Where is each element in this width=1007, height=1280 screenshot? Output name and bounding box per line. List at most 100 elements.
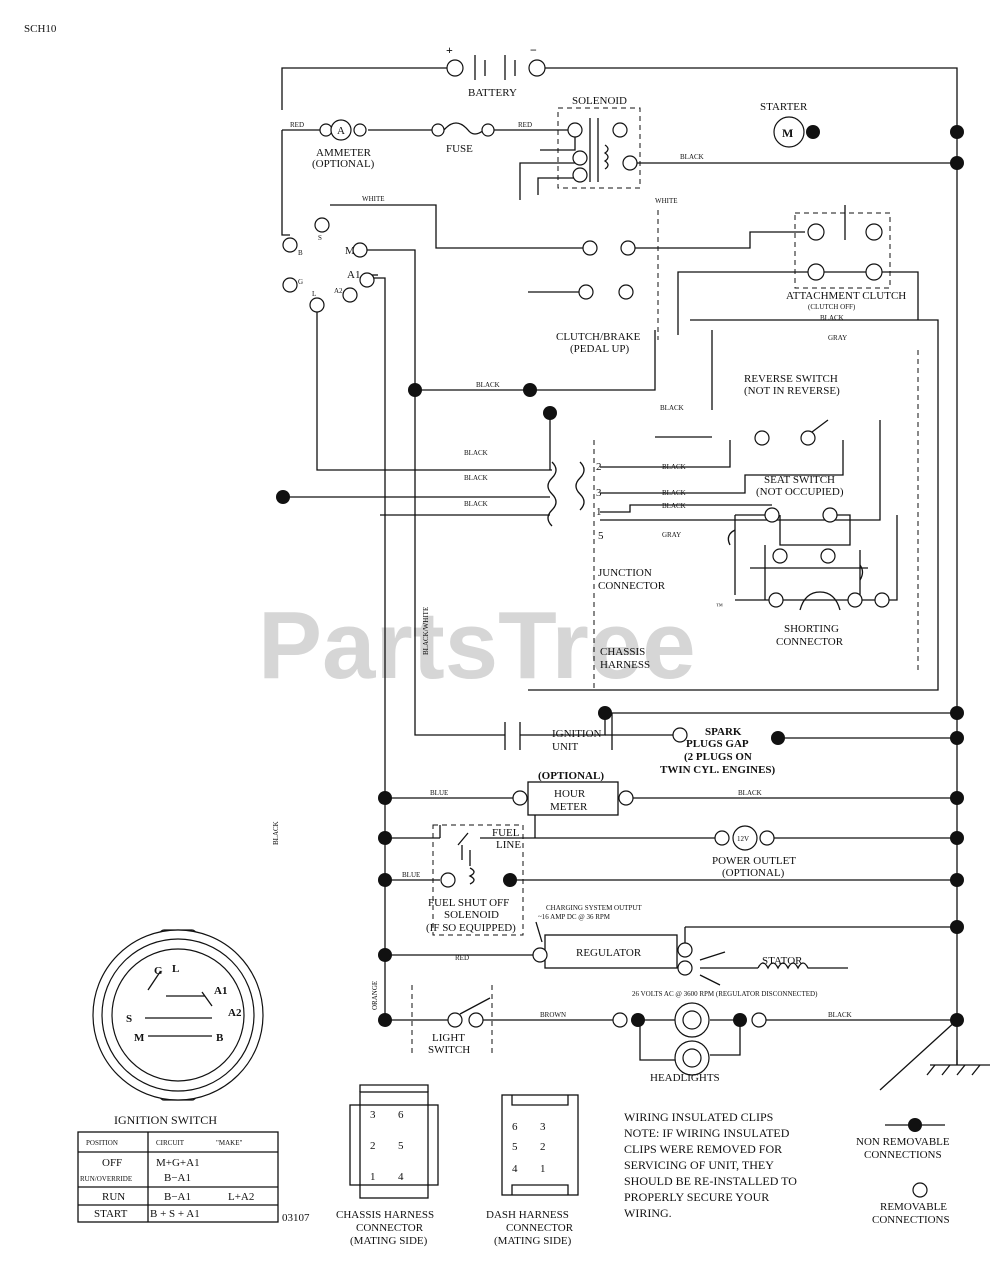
dash-pin-2: 2 — [540, 1141, 546, 1153]
dash-pin-5: 5 — [512, 1141, 518, 1153]
wire-label-red-2: RED — [518, 121, 532, 129]
key-terminal-m: M — [134, 1032, 145, 1044]
table-header-position: POSITION — [86, 1139, 118, 1147]
junction-dot — [276, 490, 290, 504]
shorting-connector-label-2: CONNECTOR — [776, 636, 844, 648]
dash-connector-line3: (MATING SIDE) — [494, 1235, 572, 1247]
regulator-label: REGULATOR — [576, 947, 642, 959]
fuel-solenoid-line1: FUEL SHUT OFF — [428, 897, 509, 909]
legend-removable-marker — [912, 1182, 928, 1198]
reverse-switch: REVERSE SWITCH (NOT IN REVERSE) — [744, 373, 840, 446]
wire-label-red-1: RED — [290, 121, 304, 129]
wire-label-black-7: BLACK — [464, 500, 488, 508]
junction-dot — [523, 383, 537, 397]
table-make-run: L+A2 — [228, 1191, 254, 1203]
wire-label-black-white: BLACK/WHITE — [422, 607, 430, 655]
ammeter-note: (OPTIONAL) — [312, 158, 375, 170]
note-line-1: NOTE: IF WIRING INSULATED — [624, 1126, 790, 1140]
legend-removable-2: CONNECTIONS — [872, 1214, 950, 1226]
stator: STATOR 26 VOLTS AC @ 3600 RPM (REGULATOR… — [632, 951, 818, 998]
chassis-pin-2: 2 — [370, 1140, 376, 1152]
hour-meter: (OPTIONAL) HOUR METER BLUE BLACK — [378, 770, 964, 816]
wire-label-black-3: BLACK — [476, 381, 500, 389]
dashed-outlines — [411, 107, 919, 1055]
watermark-trademark: ™ — [716, 602, 723, 610]
dash-pin-3: 3 — [540, 1121, 546, 1133]
legend-non-removable-marker — [908, 1118, 922, 1132]
legend-removable-1: REMOVABLE — [880, 1201, 947, 1213]
terminal-a2: A2 — [334, 287, 343, 295]
wire-label-orange: ORANGE — [371, 981, 379, 1010]
table-position-run: RUN — [102, 1191, 125, 1203]
junction-pin-5: 5 — [598, 530, 604, 542]
ignition-unit-label-2: UNIT — [552, 741, 579, 753]
spark-plugs-line3: (2 PLUGS ON — [684, 751, 752, 763]
key-terminal-a1: A1 — [214, 985, 227, 997]
terminal-l: L — [312, 290, 316, 298]
ammeter-label: AMMETER — [316, 147, 372, 159]
clutch-brake-note: (PEDAL UP) — [570, 343, 630, 355]
clutch-brake: CLUTCH/BRAKE (PEDAL UP) — [556, 240, 641, 355]
note-line-6: WIRING. — [624, 1206, 672, 1220]
shorting-connector-label: SHORTING — [784, 623, 839, 635]
junction-pin-3: 3 — [596, 487, 602, 499]
hour-meter-line2: METER — [550, 801, 588, 813]
table-circuit-run: B−A1 — [164, 1191, 191, 1203]
light-switch: LIGHT SWITCH BROWN — [378, 997, 566, 1056]
terminal-a1: A1 — [347, 269, 360, 281]
wire-label-black-5: BLACK — [464, 449, 488, 457]
starter-label: STARTER — [760, 101, 808, 113]
hour-meter-optional: (OPTIONAL) — [538, 770, 604, 782]
ignition-unit-label: IGNITION — [552, 728, 602, 740]
junction-connector-label: JUNCTION — [598, 567, 652, 579]
watermark: PartsTree — [258, 592, 696, 699]
junction-connector: BLACK BLACK BLACK BLACK BLACK BLACK GRAY… — [464, 449, 686, 671]
seat-switch: SEAT SWITCH (NOT OCCUPIED) — [756, 474, 844, 523]
power-outlet-symbol: 12V — [737, 835, 749, 843]
battery-plus: + — [446, 43, 453, 57]
ignition-unit: IGNITION UNIT — [504, 706, 964, 753]
headlights: HEADLIGHTS BLACK — [612, 1002, 964, 1084]
fuel-solenoid-line3: (IF SO EQUIPPED) — [426, 922, 516, 934]
chassis-pin-6: 6 — [398, 1109, 404, 1121]
battery-minus: − — [530, 43, 537, 57]
wire-label-black-6: BLACK — [464, 474, 488, 482]
junction-pin-1: 1 — [596, 506, 602, 518]
wire-label-black-4: BLACK — [660, 404, 684, 412]
solenoid: SOLENOID — [567, 95, 638, 183]
ammeter-symbol: A — [337, 125, 345, 137]
chassis-harness-label: CHASSIS — [600, 646, 645, 658]
ignition-switch-face: G L A1 A2 S M B IGNITION SWITCH — [92, 929, 264, 1127]
page-code: SCH10 — [24, 23, 57, 35]
chassis-pin-1: 1 — [370, 1171, 376, 1183]
light-switch-line2: SWITCH — [428, 1044, 470, 1056]
stator-label: STATOR — [762, 955, 803, 967]
chassis-connector-line2: CONNECTOR — [356, 1222, 424, 1234]
ignition-switch-table: POSITION CIRCUIT "MAKE" OFF M+G+A1 RUN/O… — [77, 1131, 279, 1223]
junction-pin-2: 2 — [596, 461, 602, 473]
table-header-make: "MAKE" — [216, 1139, 242, 1147]
wire-label-gray-2: GRAY — [662, 531, 681, 539]
spark-plugs-line1: SPARK — [705, 726, 742, 738]
key-terminal-b: B — [216, 1032, 224, 1044]
hour-meter-line1: HOUR — [554, 788, 586, 800]
chassis-connector-line3: (MATING SIDE) — [350, 1235, 428, 1247]
ammeter: A AMMETER (OPTIONAL) RED — [290, 119, 375, 170]
fuel-solenoid-line2: SOLENOID — [444, 909, 499, 921]
seat-switch-label: SEAT SWITCH — [764, 474, 835, 486]
ignition-switch-terminals: S B G L A2 A1 M — [282, 217, 375, 313]
wire-label-blue-1: BLUE — [430, 789, 448, 797]
dash-pin-1: 1 — [540, 1163, 546, 1175]
wiring-note: WIRING INSULATED CLIPS NOTE: IF WIRING I… — [624, 1110, 797, 1220]
table-circuit-off: M+G+A1 — [156, 1157, 200, 1169]
reverse-switch-label: REVERSE SWITCH — [744, 373, 838, 385]
dash-pin-4: 4 — [512, 1163, 518, 1175]
key-terminal-g: G — [154, 965, 163, 977]
wire-label-black-1: BLACK — [680, 153, 704, 161]
power-outlet-label: POWER OUTLET — [712, 855, 796, 867]
solenoid-label: SOLENOID — [572, 95, 627, 107]
table-position-off: OFF — [102, 1157, 122, 1169]
terminal-m: M — [345, 245, 355, 257]
seat-switch-note: (NOT OCCUPIED) — [756, 486, 844, 498]
wire-label-brown: BROWN — [540, 1011, 566, 1019]
